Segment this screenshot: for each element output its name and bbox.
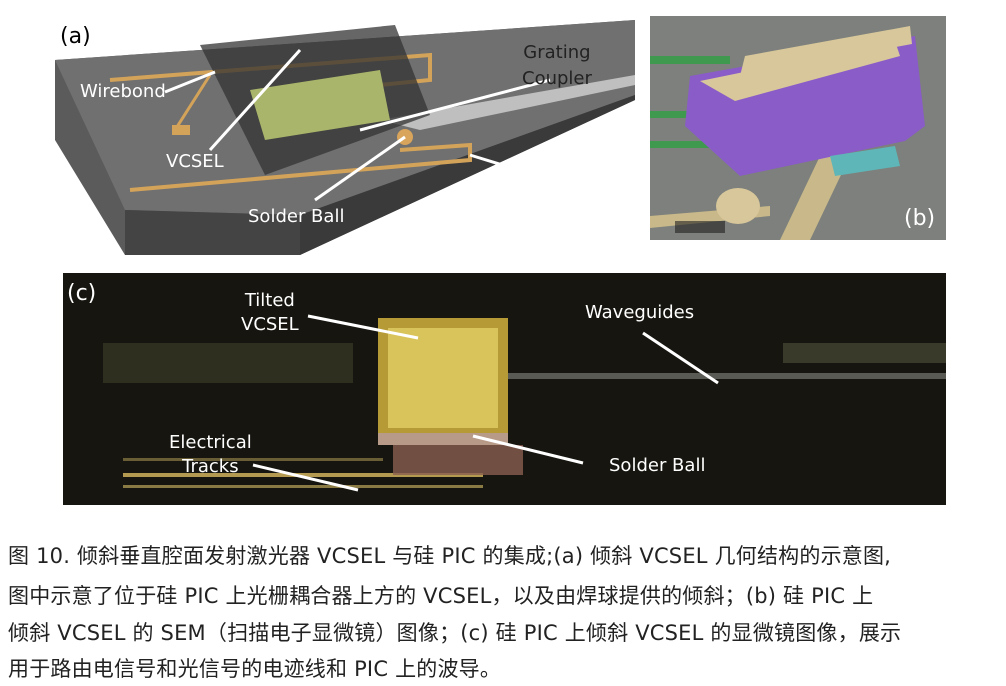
sem-image-drawing [650, 16, 946, 240]
vcsel-schematic-drawing [55, 20, 635, 255]
label-grating-coupler: Grating Coupler [522, 42, 592, 90]
label-tilted-line2: VCSEL [241, 314, 299, 335]
label-tilted-line1: Tilted [244, 290, 295, 311]
label-solder-ball-a: Solder Ball [248, 206, 345, 227]
label-wirebond: Wirebond [80, 81, 166, 102]
label-tilted-vcsel: Tilted VCSEL [241, 289, 299, 337]
label-electrical-c-line2: Tracks [182, 456, 239, 477]
label-electrical-line1: Electrical [537, 163, 620, 184]
panel-c-tag: (c) [67, 281, 97, 306]
caption-line-1: 图 10. 倾斜垂直腔面发射激光器 VCSEL 与硅 PIC 的集成;(a) 倾… [8, 544, 892, 568]
panel-b-tag: (b) [904, 206, 936, 231]
label-electrical-line2: Tracks [550, 187, 607, 208]
panel-a-tag: (a) [60, 24, 91, 49]
panel-a-schematic: (a) Wirebond VCSEL Grating Coupler Elect… [0, 0, 645, 260]
caption-line-3: 倾斜 VCSEL 的 SEM（扫描电子显微镜）图像；(c) 硅 PIC 上倾斜 … [8, 621, 902, 645]
panel-b-sem-image: (b) [650, 16, 946, 240]
label-vcsel: VCSEL [166, 151, 224, 172]
label-electrical-tracks-c: Electrical Tracks [169, 431, 252, 479]
label-grating-line1: Grating [523, 42, 591, 63]
panel-c-microscope-image: (c) Tilted VCSEL Waveguides Electrical T… [63, 273, 946, 505]
label-electrical-tracks-a: Electrical Tracks [537, 162, 620, 210]
label-waveguides: Waveguides [585, 302, 695, 323]
label-electrical-c-line1: Electrical [169, 432, 252, 453]
caption-line-4: 用于路由电信号和光信号的电迹线和 PIC 上的波导。 [8, 657, 502, 681]
label-solder-ball-c: Solder Ball [609, 455, 706, 476]
caption-line-2: 图中示意了位于硅 PIC 上光栅耦合器上方的 VCSEL，以及由焊球提供的倾斜；… [8, 584, 874, 608]
microscope-image-drawing [63, 273, 946, 505]
label-grating-line2: Coupler [522, 68, 592, 89]
